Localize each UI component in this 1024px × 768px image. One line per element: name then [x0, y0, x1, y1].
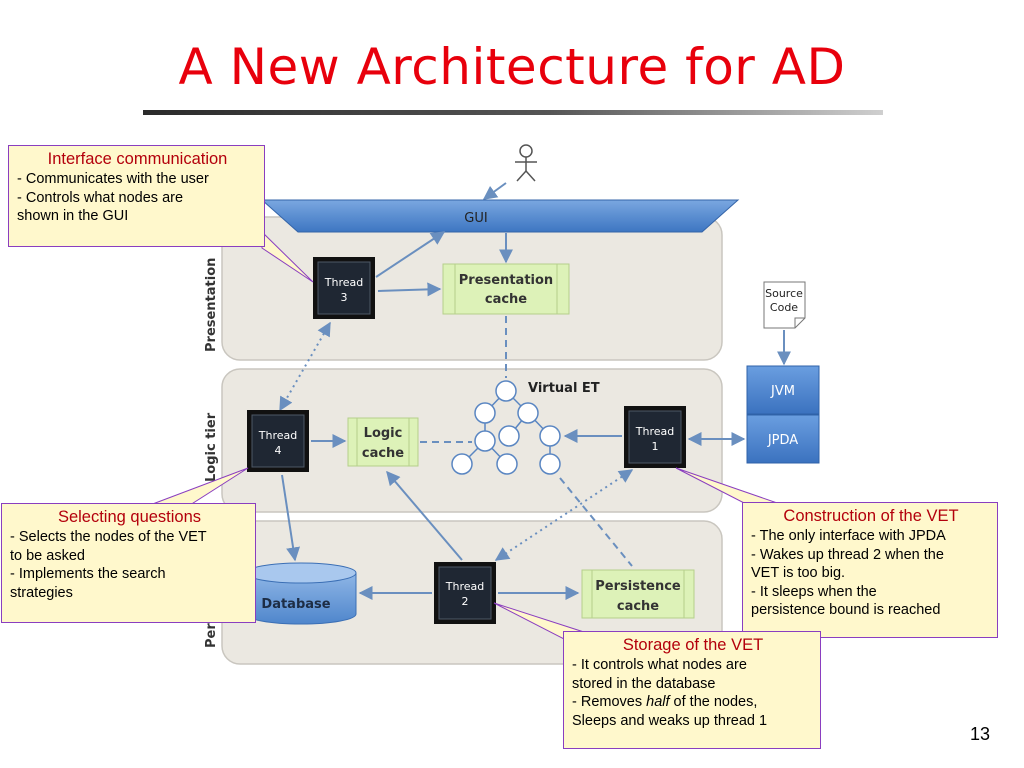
source-code-label-line2: Code: [770, 301, 798, 314]
vet-node: [539, 425, 561, 447]
thread-4-box: Thread 4: [247, 410, 309, 472]
callout-line: persistence bound is reached: [751, 602, 941, 619]
vet-node: [474, 430, 496, 452]
removes-emphasis: half: [646, 694, 670, 711]
callout-line: - Selects the nodes of the VET: [10, 529, 207, 546]
thread-1-label-line1: Thread: [635, 425, 674, 438]
removes-prefix: - Removes: [572, 694, 647, 711]
gui-box: [260, 199, 740, 233]
jvm-label: JVM: [770, 384, 795, 399]
callout-line: shown in the GUI: [17, 208, 129, 225]
persistence-cache-box: Persistence cache: [581, 569, 695, 619]
callout-heading: Interface communication: [47, 150, 228, 168]
callout-line: - Communicates with the user: [17, 171, 209, 188]
callout-heading: Selecting questions: [57, 508, 202, 526]
thread-3-label-line1: Thread: [324, 276, 363, 289]
thread4-to-database-arrow: [281, 474, 301, 562]
virtual-et-label: Virtual ET: [528, 381, 600, 396]
thread2-to-logic-cache-arrow: [386, 470, 463, 561]
database-label: Database: [261, 597, 330, 612]
vet-node: [517, 402, 539, 424]
user-actor-icon: [515, 144, 537, 182]
thread-1-label-line2: 1: [652, 440, 659, 453]
vet-node: [474, 402, 496, 424]
jvm-box: [746, 365, 820, 415]
callout-line: strategies: [10, 584, 73, 601]
thread-2-label-line2: 2: [462, 595, 469, 608]
database-cylinder: Database: [245, 562, 357, 625]
logic-cache-label-line2: cache: [362, 446, 404, 461]
vet-node: [498, 425, 520, 447]
source-code-label-line1: Source: [765, 287, 803, 300]
jpda-label: JPDA: [767, 433, 798, 448]
persistence-cache-label-line2: cache: [617, 599, 659, 614]
callout-line: stored in the database: [572, 675, 716, 692]
vet-node: [496, 453, 518, 475]
thread-4-label-line1: Thread: [258, 429, 297, 442]
thread-2-box: Thread 2: [434, 562, 496, 624]
storage-of-vet-callout: Storage of the VET - It controls what no…: [563, 631, 821, 749]
callout-line: to be asked: [10, 547, 85, 564]
presentation-cache-box: Presentation cache: [442, 263, 570, 315]
gui-label: GUI: [464, 211, 487, 226]
vet-node: [451, 453, 473, 475]
callout-heading: Construction of the VET: [783, 507, 959, 525]
presentation-cache-label-line2: cache: [485, 292, 527, 307]
thread3-to-presentation-cache-arrow: [377, 282, 442, 297]
page-number: 13: [969, 724, 990, 744]
thread-2-label-line1: Thread: [445, 580, 484, 593]
thread-3-label-line2: 3: [341, 291, 348, 304]
callout-line: - The only interface with JPDA: [751, 528, 946, 545]
virtual-et-tree: [451, 380, 561, 475]
persistence-cache-label-line1: Persistence: [595, 579, 681, 594]
thread-1-box: Thread 1: [624, 406, 686, 468]
logic-cache-box: Logic cache: [347, 417, 419, 467]
slide-title: A New Architecture for AD: [178, 38, 846, 96]
callout-line: Sleeps and weaks up thread 1: [572, 712, 768, 729]
interface-communication-callout: Interface communication - Communicates w…: [8, 145, 265, 247]
presentation-cache-label-line1: Presentation: [459, 273, 553, 288]
thread-4-label-line2: 4: [275, 444, 282, 457]
jvm-stack: JVM JPDA: [746, 365, 820, 464]
callout-line: - Implements the search: [10, 566, 166, 583]
presentation-tier-label: Presentation: [204, 258, 219, 352]
construction-of-vet-callout: Construction of the VET - The only inter…: [742, 502, 998, 638]
removes-suffix: of the nodes,: [669, 694, 758, 711]
selecting-questions-callout: Selecting questions - Selects the nodes …: [1, 503, 256, 623]
user-to-gui-arrow: [482, 182, 507, 200]
callout-line: - Controls what nodes are: [17, 189, 184, 206]
callout-heading: Storage of the VET: [622, 636, 764, 654]
thread-3-box: Thread 3: [313, 257, 375, 319]
callout-line: VET is too big.: [751, 565, 846, 582]
callout-line: - It sleeps when the: [751, 583, 877, 600]
logic-tier-label: Logic tier: [204, 412, 219, 482]
callout-line-removes: - Removes half of the nodes,: [572, 693, 814, 712]
source-code-doc-icon: Source Code: [763, 281, 806, 329]
jpda-box: [746, 414, 820, 464]
logic-cache-label-line1: Logic: [364, 426, 403, 441]
vet-node: [495, 380, 517, 402]
title-underline: [143, 110, 883, 115]
persistence-tier-label: Per: [204, 623, 219, 648]
thread3-to-gui-arrow: [375, 231, 446, 278]
vet-node: [539, 453, 561, 475]
callout-line: - Wakes up thread 2 when the: [751, 546, 944, 563]
callout-line: - It controls what nodes are: [572, 657, 747, 674]
